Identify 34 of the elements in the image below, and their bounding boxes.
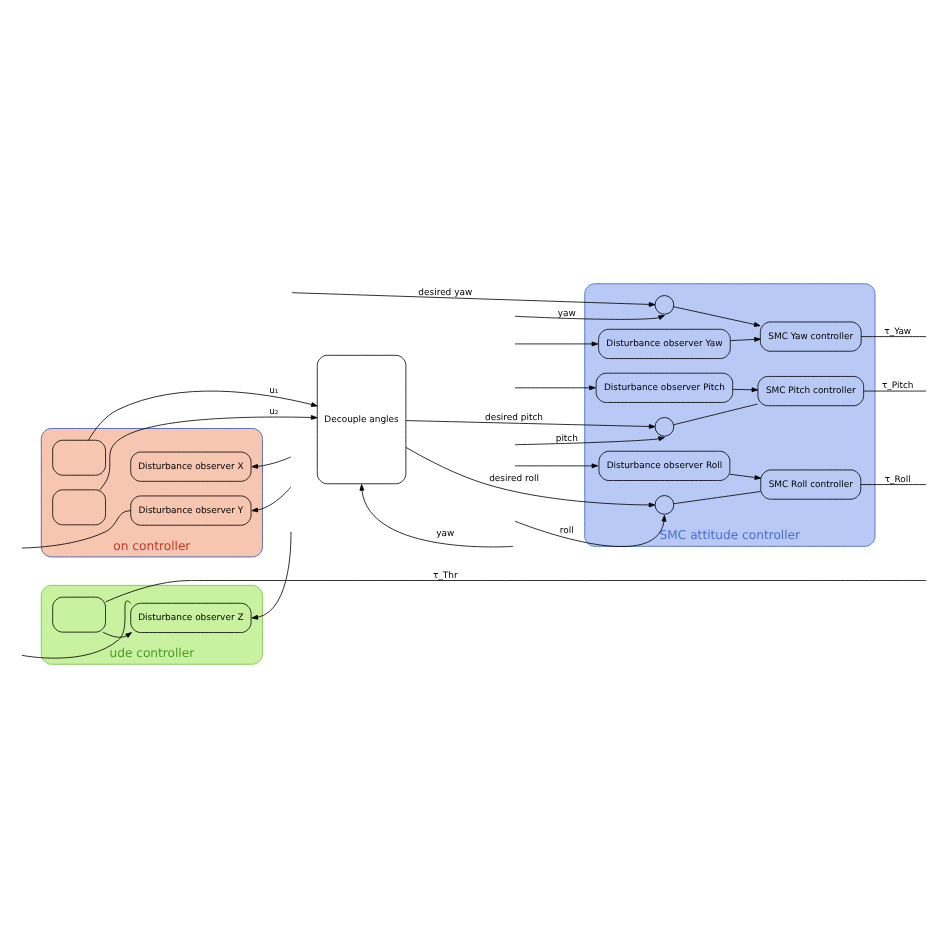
connector xyxy=(863,390,927,392)
arrow xyxy=(514,463,599,469)
node-box xyxy=(52,489,106,526)
arrow xyxy=(514,515,667,547)
arrow xyxy=(673,306,761,327)
arrow xyxy=(732,387,759,393)
arrow xyxy=(514,341,599,347)
connector xyxy=(860,336,927,337)
arrow xyxy=(102,631,132,638)
arrow xyxy=(99,415,318,491)
arrow xyxy=(514,385,596,391)
arrow xyxy=(251,486,292,513)
arrow xyxy=(729,473,762,480)
arrow xyxy=(405,420,656,429)
arrow xyxy=(359,484,514,548)
connector xyxy=(105,580,927,603)
arrow xyxy=(88,390,318,441)
arrow xyxy=(405,447,656,508)
node-circle xyxy=(654,295,675,315)
node-circle xyxy=(654,417,675,437)
connector xyxy=(21,510,132,549)
arrow xyxy=(251,531,292,620)
node-circle xyxy=(654,495,675,515)
arrow xyxy=(514,436,665,446)
connector xyxy=(673,403,758,426)
arrow xyxy=(730,337,761,342)
connector xyxy=(860,484,927,485)
connector xyxy=(21,600,132,659)
connector xyxy=(673,491,761,505)
arrow xyxy=(514,315,665,320)
node-box xyxy=(52,439,106,476)
arrow xyxy=(251,456,292,469)
node-box xyxy=(52,596,106,633)
arrow xyxy=(291,292,656,307)
